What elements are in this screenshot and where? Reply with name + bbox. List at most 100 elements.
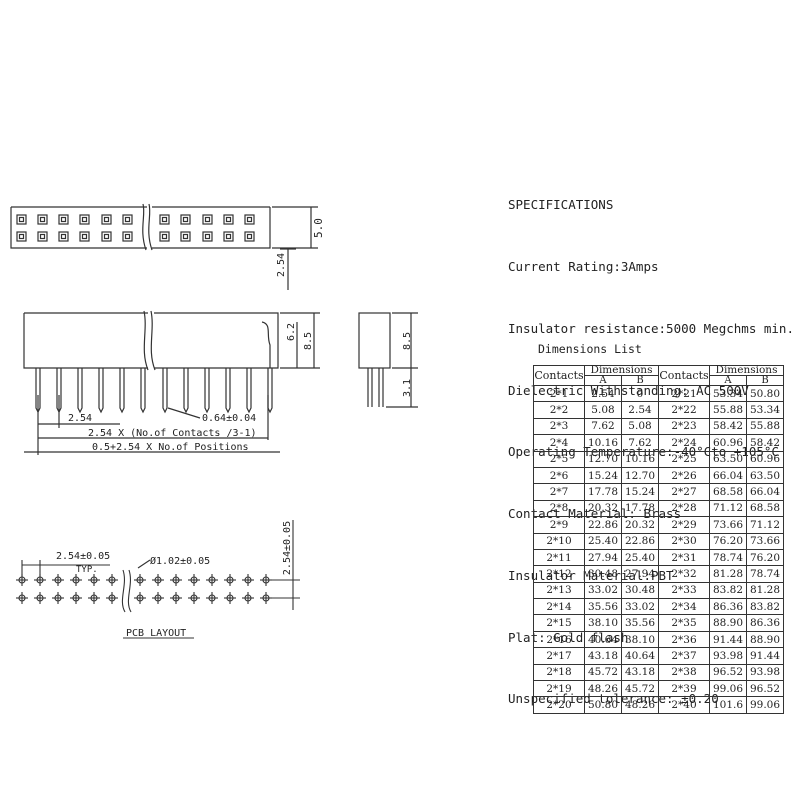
top-contact-square (202, 214, 213, 225)
contacts-cell: 2*21 (658, 384, 710, 403)
dim-b-cell: 5.08 (621, 417, 659, 436)
dim-a-cell: 58.42 (709, 417, 747, 436)
dim-b-cell: 63.50 (746, 466, 784, 485)
dim-b-cell: 48.26 (621, 696, 659, 714)
dim-a-cell: 93.98 (709, 647, 747, 665)
top-contact-square (202, 231, 213, 242)
top-break-mark (142, 203, 153, 251)
pin-size-label: 0.64±0.04 (202, 413, 256, 424)
top-contact-square (37, 231, 48, 242)
contacts-cell: 2*6 (533, 466, 585, 485)
dim-b-cell: 25.40 (621, 548, 659, 567)
pcb-pitch-label: 2.54±0.05 (56, 551, 110, 562)
table-header-row: Contacts Dimensions Contacts Dimensions (533, 365, 784, 386)
pcb-hole-grid (16, 574, 272, 604)
dim-b-cell: 73.66 (746, 532, 784, 550)
side-pin (98, 368, 104, 414)
top-contact-hole (103, 233, 110, 240)
side-pin (162, 368, 168, 414)
contacts-cell: 2*12 (533, 565, 585, 583)
dim-a-cell: 91.44 (709, 630, 747, 649)
dim-b-cell: 71.12 (746, 516, 784, 534)
top-pitch-label: 2.54 (276, 253, 287, 277)
top-contact-square (159, 231, 170, 242)
dimensions-table: Contacts Dimensions Contacts Dimensions … (533, 365, 784, 714)
top-contact-square (122, 231, 133, 242)
contacts-cell: 2*18 (533, 663, 585, 682)
contacts-cell: 2*36 (658, 630, 710, 649)
contacts-cell: 2*32 (658, 565, 710, 583)
contacts-cell: 2*30 (658, 532, 710, 550)
contacts-cell: 2*11 (533, 548, 585, 567)
contacts-cell: 2*20 (533, 696, 585, 714)
dim-a-cell: 63.50 (709, 450, 747, 468)
dim-b-cell: 76.20 (746, 548, 784, 567)
pcb-hole-leader (137, 559, 151, 569)
top-contact-hole (39, 216, 46, 223)
top-contact-square (58, 231, 69, 242)
contacts-cell: 2*14 (533, 598, 585, 616)
dim-b-cell: 15.24 (621, 483, 659, 501)
contacts-cell: 2*40 (658, 696, 710, 714)
dim-b-cell: 99.06 (746, 696, 784, 714)
end-body-label: 8.5 (402, 332, 413, 350)
contacts-cell: 2*34 (658, 598, 710, 616)
top-contact-hole (124, 233, 131, 240)
pcb-typ-label: TYP. (76, 565, 98, 575)
top-view (10, 203, 318, 290)
side-body-label: 8.5 (303, 332, 314, 350)
pcb-row-pitch-label: 2.54±0.05 (282, 521, 293, 575)
top-contact-square (159, 214, 170, 225)
contacts-cell: 2*29 (658, 516, 710, 534)
top-contact-square (58, 214, 69, 225)
side-view (23, 310, 320, 455)
top-contact-square (223, 231, 234, 242)
dim-b-cell: 20.32 (621, 516, 659, 534)
header-dimensions-left: Dimensions (584, 365, 659, 376)
contacts-cell: 2*23 (658, 417, 710, 436)
dim-a-cell: 10.16 (584, 434, 622, 452)
contacts-cell: 2*31 (658, 548, 710, 567)
side-pin (267, 368, 273, 414)
dim-b-cell: 66.04 (746, 483, 784, 501)
dim-a-cell: 81.28 (709, 565, 747, 583)
top-contact-hole (103, 216, 110, 223)
dim-a-label: 2.54 X (No.of Contacts /3-1) (88, 428, 257, 439)
dim-a-cell: 76.20 (709, 532, 747, 550)
top-contact-hole (204, 216, 211, 223)
top-contact-hole (225, 216, 232, 223)
dim-b-cell: 58.42 (746, 434, 784, 452)
dim-a-cell: 68.58 (709, 483, 747, 501)
dim-b-cell: 91.44 (746, 647, 784, 665)
contacts-cell: 2*28 (658, 499, 710, 518)
top-contact-hole (60, 216, 67, 223)
dim-a-cell: 83.82 (709, 581, 747, 600)
contacts-cell: 2*1 (533, 384, 585, 403)
contacts-cell: 2*39 (658, 680, 710, 698)
top-contact-hole (204, 233, 211, 240)
dim-a-cell: 7.62 (584, 417, 622, 436)
side-body-small-label: 6.2 (286, 323, 297, 341)
dim-b-cell: 53.34 (746, 401, 784, 419)
dim-a-cell: 96.52 (709, 663, 747, 682)
top-contact-hole (182, 233, 189, 240)
top-contact-square (244, 231, 255, 242)
header-contacts-left: Contacts (533, 365, 585, 386)
spec-title: SPECIFICATIONS (508, 197, 614, 213)
spec-insulator-resistance: Insulator resistance:5000 Megchms min. (508, 320, 794, 336)
top-contact-hole (18, 233, 25, 240)
dim-a-cell: 27.94 (584, 548, 622, 567)
top-contact-hole (81, 233, 88, 240)
dim-b-cell: 96.52 (746, 680, 784, 698)
dim-b-cell: 60.96 (746, 450, 784, 468)
top-contact-hole (246, 233, 253, 240)
dim-a-cell: 40.64 (584, 630, 622, 649)
